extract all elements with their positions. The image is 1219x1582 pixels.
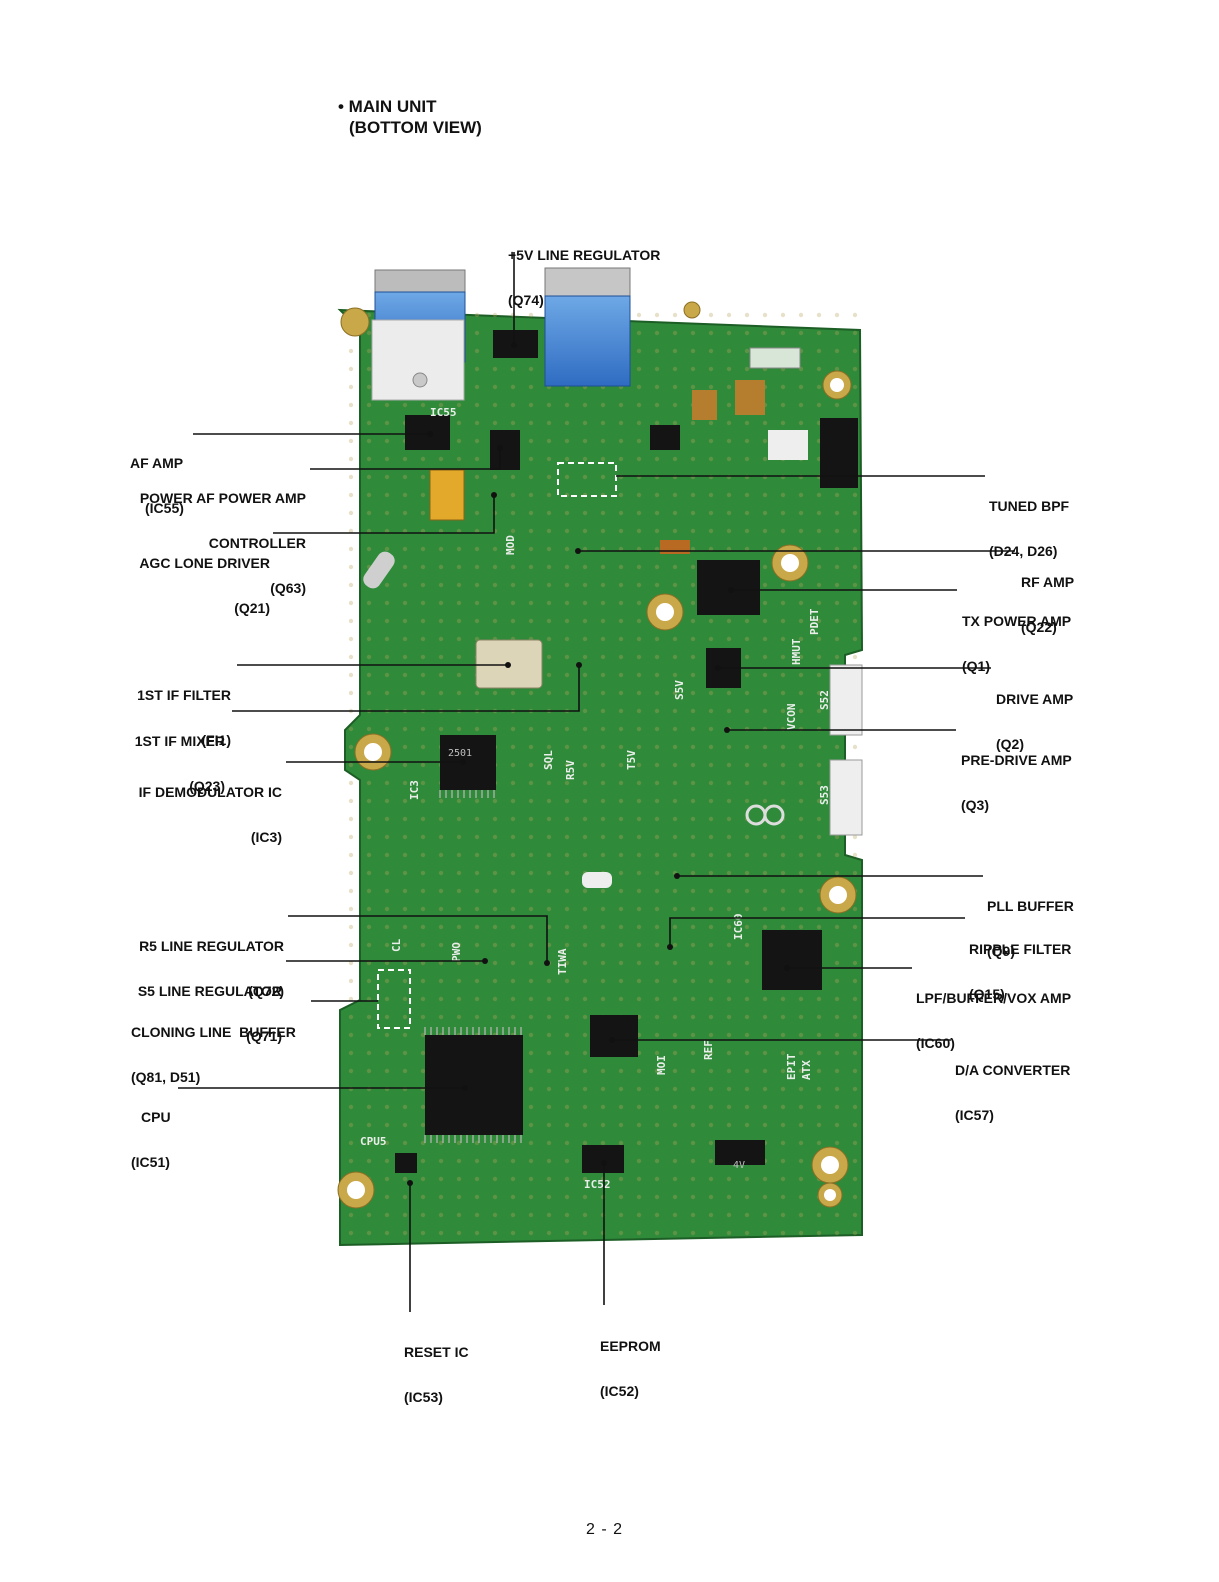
silk-cl: CL (390, 938, 403, 952)
coil-2 (692, 390, 717, 420)
chip-ic51 (425, 1035, 523, 1135)
title-line-1: • MAIN UNIT (338, 97, 437, 116)
label-lpf-buffer-vox-amp: LPF/BUFFER/VOX AMP (IC60) (916, 990, 1072, 1051)
silk-moi: MOI (655, 1055, 668, 1075)
chip-marking-ic3: 2501 (448, 748, 472, 759)
label-1st-if-filter: 1ST IF FILTER (FI1) (137, 687, 231, 748)
silk-ic60: IC60 (732, 914, 745, 941)
silk-ic3: IC3 (408, 780, 421, 800)
leader-q21 (273, 495, 495, 534)
coil-1 (735, 380, 765, 415)
title-line-2: (BOTTOM VIEW) (349, 118, 482, 137)
label-5v-line-regulator: +5V LINE REGULATOR (Q74) (508, 247, 661, 308)
page-number: 2 - 2 (586, 1521, 624, 1538)
label-1st-if-mixer: 1ST IF MIXER (Q23) (134, 733, 225, 794)
label-cloning-line-buffer: CLONING LINE BUFFER (Q81, D51) (131, 1024, 296, 1085)
silk-epit: EPIT (785, 1053, 798, 1080)
chip-ic53 (395, 1153, 417, 1173)
label-da-converter: D/A CONVERTER (IC57) (955, 1062, 1071, 1123)
leader-q23 (232, 665, 580, 712)
silk-ic52: IC52 (584, 1178, 611, 1191)
label-power-af-amp-controller: POWER AF POWER AMP CONTROLLER (Q63) (139, 490, 306, 596)
coil-3 (660, 540, 690, 554)
silk-pdet: PDET (808, 608, 821, 635)
page-title: • MAIN UNIT (BOTTOM VIEW) (338, 96, 482, 138)
chip-q63 (490, 430, 520, 470)
connector-s53 (829, 759, 863, 836)
chip-misc-3 (715, 1140, 765, 1165)
label-af-amp: AF AMP (IC55) (130, 455, 184, 516)
label-drive-amp: DRIVE AMP (Q2) (996, 691, 1074, 752)
silk-s52: S52 (818, 690, 831, 710)
silk-t5v: T5V (625, 750, 638, 770)
label-if-demodulator-ic: IF DEMODULATOR IC (IC3) (138, 784, 282, 845)
label-s5-line-regulator: S5 LINE REGULATOR (Q71) (137, 983, 282, 1044)
label-eeprom: EEPROM (IC52) (600, 1338, 661, 1399)
connector-s52 (829, 664, 863, 736)
silk-s5v: S5V (673, 680, 686, 700)
silk-s53: S53 (818, 785, 831, 805)
silk-mod: MOD (504, 535, 517, 555)
silk-ref: REF (702, 1040, 715, 1060)
chip-misc-1 (820, 418, 858, 488)
trimmer-right (544, 267, 631, 299)
silk-sql: SQL (542, 750, 555, 770)
silk-r5v: R5V (564, 760, 577, 780)
silk-vcon: VCON (785, 704, 798, 731)
label-r5-line-regulator: R5 LINE REGULATOR (Q72) (139, 938, 284, 999)
highlight-cloning-buffer (377, 969, 411, 1029)
label-pll-buffer: PLL BUFFER (Q9) (987, 898, 1074, 959)
label-ripple-filter: RIPPLE FILTER (Q15) (969, 941, 1072, 1002)
tantalum-cap (429, 469, 465, 521)
label-rf-amp: RF AMP (Q22) (1021, 574, 1075, 635)
label-tuned-bpf: TUNED BPF (D24, D26) (989, 498, 1070, 559)
chip-ic60 (762, 930, 822, 990)
leader-q15 (669, 917, 965, 947)
label-reset-ic: RESET IC (IC53) (404, 1344, 469, 1405)
chip-q1 (697, 560, 760, 615)
chip-marking-cap: 4V (733, 1160, 745, 1171)
chip-ic52 (582, 1145, 624, 1173)
silk-atx: ATX (800, 1060, 813, 1080)
label-agc-lone-driver: AGC LONE DRIVER (Q21) (139, 555, 270, 616)
silk-tiwa: TIWA (556, 948, 569, 975)
silk-hmut: HMUT (790, 638, 803, 665)
silk-ic55: IC55 (430, 406, 457, 419)
chip-ic57 (590, 1015, 638, 1057)
leader-q72 (288, 915, 548, 963)
leader-q63 (310, 448, 501, 470)
highlight-tuned-bpf (557, 462, 617, 497)
label-cpu: CPU (IC51) (131, 1109, 171, 1170)
silk-cpu5: CPU5 (360, 1135, 387, 1148)
label-pre-drive-amp: PRE-DRIVE AMP (Q3) (961, 752, 1072, 813)
silk-pwo: PWO (450, 942, 463, 962)
chip-misc-2 (650, 425, 680, 450)
label-tx-power-amp: TX POWER AMP (Q1) (962, 613, 1072, 674)
